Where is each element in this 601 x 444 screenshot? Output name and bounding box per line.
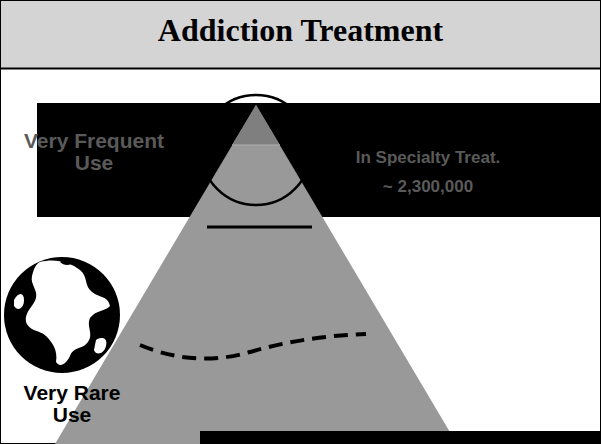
highlight-circle	[201, 95, 311, 205]
tip-divider	[232, 145, 280, 146]
band-region: In Specialty Treat. ~ 2,300,000	[37, 103, 601, 217]
slide-title: Addiction Treatment	[0, 10, 601, 50]
dashed-threshold	[140, 334, 366, 359]
bottom-band	[200, 431, 601, 444]
frequency-label: Very Frequent Use	[18, 130, 170, 174]
pyramid-tip	[232, 105, 280, 145]
globe-icon	[4, 257, 120, 373]
frequency-label: Very Rare Use	[16, 382, 128, 426]
dark-band	[37, 103, 601, 217]
population-count: In Specialty Treat. ~ 2,300,000	[352, 143, 504, 201]
title-bar	[0, 0, 601, 68]
threshold-line	[207, 226, 312, 229]
title-rule	[0, 68, 601, 70]
